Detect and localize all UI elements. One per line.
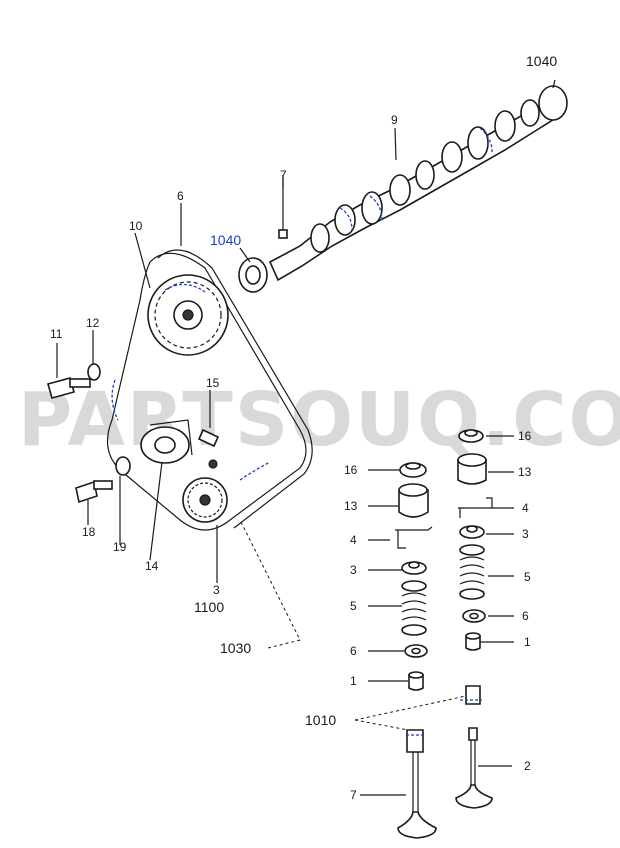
timing-belt [106,252,307,531]
camshaft [268,99,558,282]
belt-tensioner [140,419,193,464]
callout-13-right: 13 [518,465,532,479]
callout-3-left: 3 [350,563,357,577]
valve-train-right [455,429,493,809]
callout-7-cam: 7 [280,168,287,182]
callout-1-right: 1 [524,635,531,649]
callout-6-right: 6 [522,609,529,623]
callout-10: 10 [129,219,143,233]
tensioner-washer [115,456,131,476]
callout-19: 19 [113,540,127,554]
sprocket-washer [87,363,101,381]
leader-lines [56,79,556,796]
callout-3-right: 3 [522,527,529,541]
camshaft-sprocket [147,274,229,356]
crankshaft-sprocket [182,477,228,523]
callout-3-belt: 3 [213,583,220,597]
callout-6: 6 [177,189,184,203]
callout-6-left: 6 [350,644,357,658]
sprocket-bolt [47,377,91,399]
callout-16-left: 16 [344,463,358,477]
callout-14: 14 [145,559,159,573]
callout-18: 18 [82,525,96,539]
camshaft-end-cap [538,85,568,121]
callout-9: 9 [391,113,398,127]
callout-12: 12 [86,316,100,330]
callout-1030: 1030 [220,640,251,656]
valve-train-left [395,462,437,839]
callout-5-right: 5 [524,570,531,584]
callout-1040-left: 1040 [210,232,241,248]
callout-7-valve: 7 [350,788,357,802]
callout-2: 2 [524,759,531,773]
callout-4-right: 4 [522,501,529,515]
callout-15-belt: 15 [206,376,220,390]
callout-1-left: 1 [350,674,357,688]
callout-1010: 1010 [305,712,336,728]
callout-16-right: 16 [518,429,532,443]
callout-5-left: 5 [350,599,357,613]
callout-1100: 1100 [194,599,224,615]
callout-11: 11 [50,327,63,341]
tensioner-stud [197,428,220,448]
tensioner-bolt [75,480,113,504]
callout-13-left: 13 [344,499,358,513]
callout-1040-top: 1040 [526,53,557,69]
callout-4-left: 4 [350,533,357,547]
